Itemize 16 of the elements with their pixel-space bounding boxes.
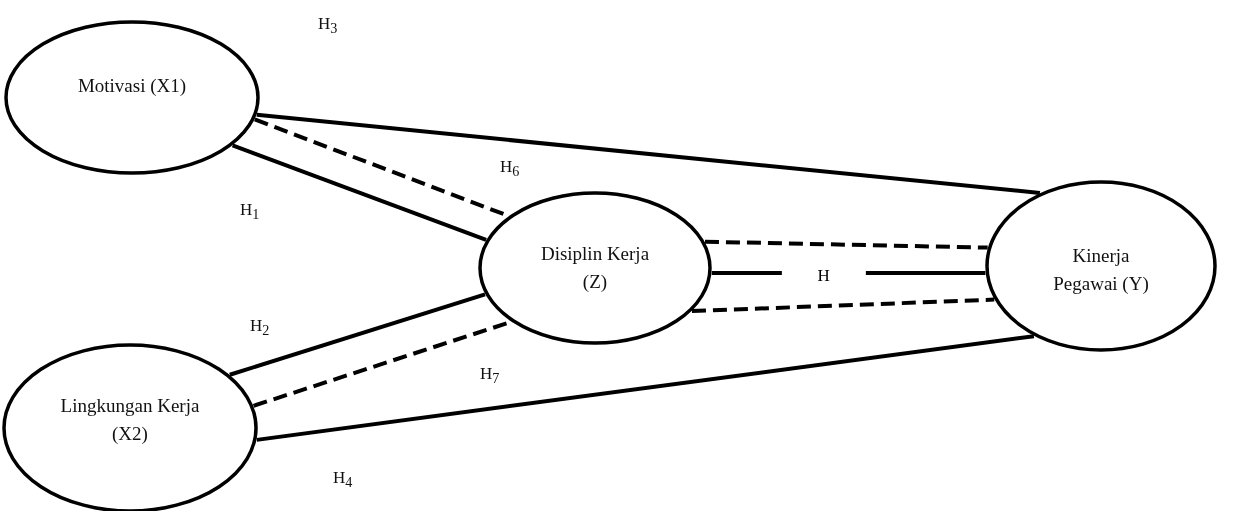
connector-line — [256, 112, 1041, 195]
dashed-line — [704, 239, 988, 250]
node-label: Lingkungan Kerja (X2) — [60, 394, 200, 446]
dashed-line — [691, 297, 995, 314]
hypothesis-label: H$_{4}$ — [333, 468, 353, 492]
connector-line — [229, 292, 486, 377]
node-label: Motivasi (X1) — [77, 73, 187, 98]
connector-line — [256, 334, 1035, 442]
node-label: Disiplin Kerja (Z) — [539, 242, 651, 294]
hypothesis-label: H$_{7}$ — [480, 364, 500, 388]
hypothesis-label: H$_{6}$ — [500, 157, 520, 181]
hypothesis-label: H$_{3}$ — [318, 14, 338, 38]
hypothesis-label: H$_{1}$ — [240, 200, 260, 224]
hypothesis-label: H$_{2}$ — [250, 316, 270, 340]
node-label: Kinerja Pegawai (Y) — [1052, 244, 1150, 296]
connector-line — [231, 143, 487, 242]
